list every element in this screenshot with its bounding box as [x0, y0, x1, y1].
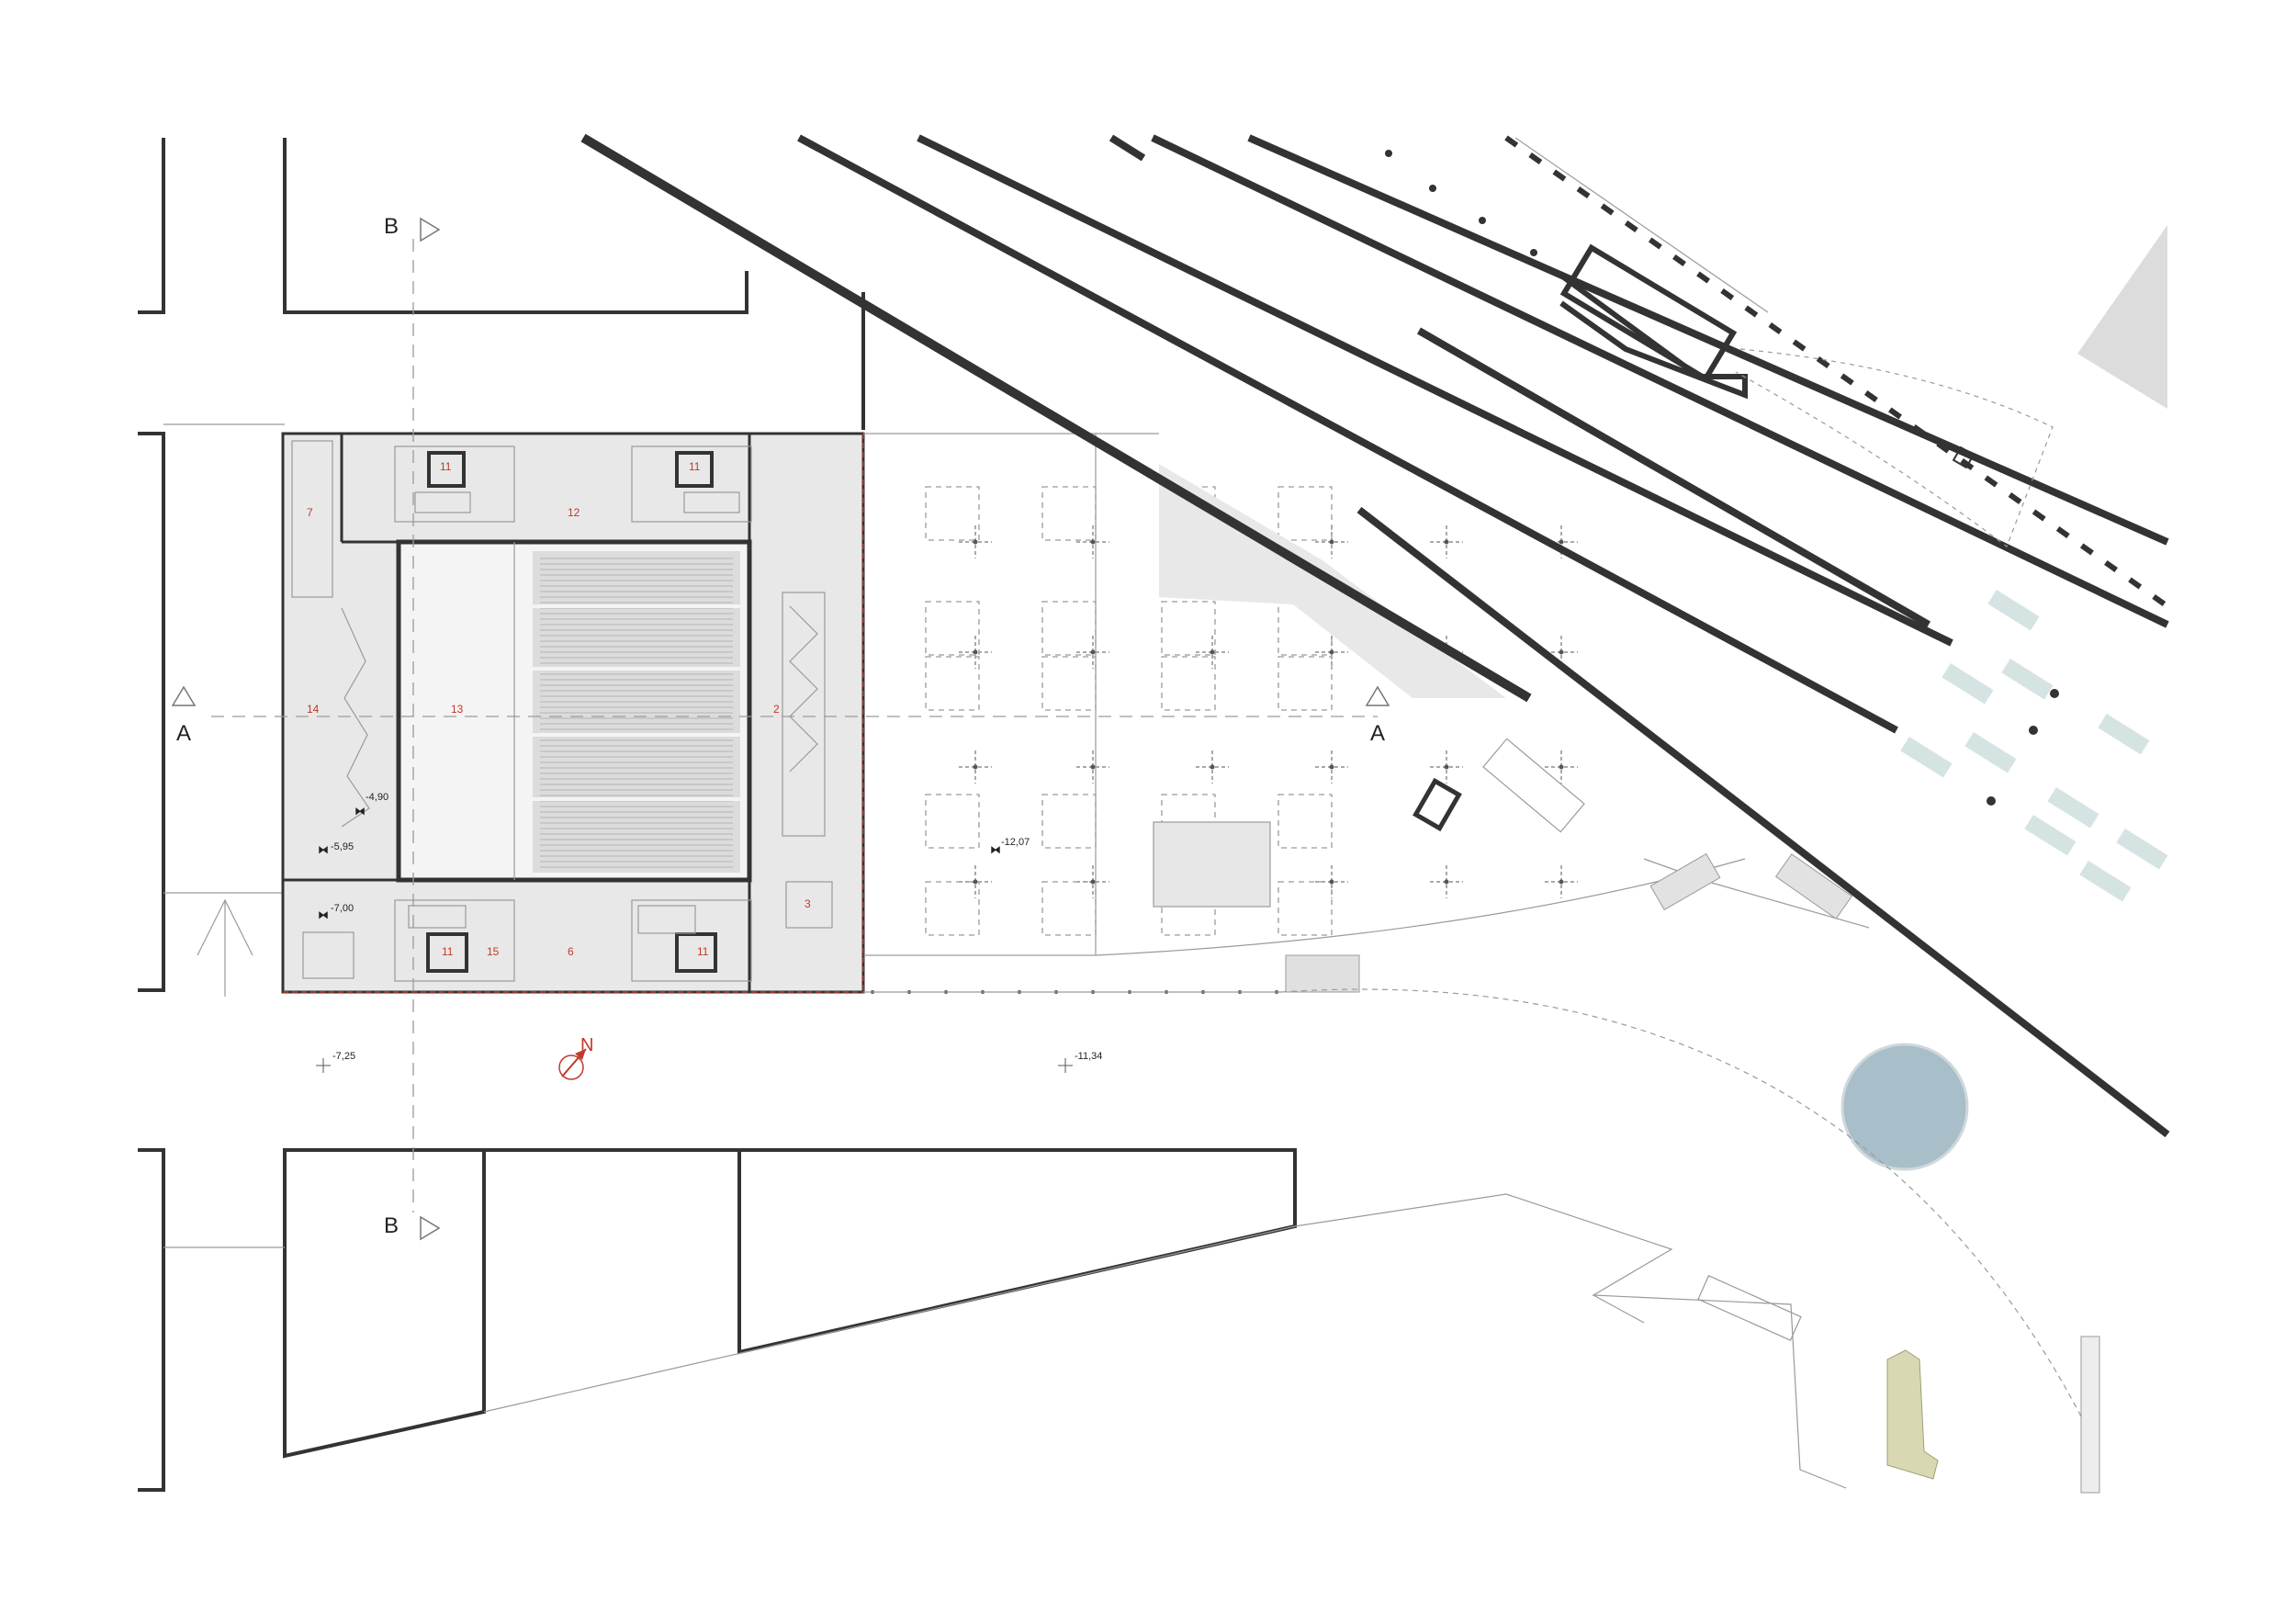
north-arrow: N	[558, 1035, 593, 1080]
svg-text:-7,25: -7,25	[332, 1051, 355, 1062]
level-marker-icon: ⧓	[318, 908, 329, 921]
section-axes	[211, 239, 1378, 1212]
column	[1090, 764, 1096, 770]
parking-bay	[925, 656, 980, 711]
parking-bay	[1041, 601, 1097, 656]
level-marker: ⧓ -5,95	[318, 841, 354, 856]
column	[1090, 649, 1096, 655]
parking-bay	[1161, 881, 1216, 936]
triangle-marker-icon	[420, 217, 441, 242]
section-marker-b-top: B	[384, 214, 441, 242]
room-number-6: 6	[568, 945, 574, 958]
svg-text:-12,07: -12,07	[1001, 837, 1030, 848]
column	[973, 879, 978, 885]
parking-bay	[1041, 794, 1097, 849]
column	[1559, 879, 1564, 885]
room-number-12: 12	[568, 506, 580, 519]
parking-bay	[1277, 881, 1333, 936]
column	[1329, 764, 1334, 770]
svg-text:A: A	[1370, 721, 1385, 746]
section-marker-a-left: A	[171, 685, 197, 746]
room-number-2: 2	[773, 703, 780, 716]
triangle-marker-icon	[420, 1215, 441, 1241]
svg-text:A: A	[176, 721, 191, 746]
parking-bay	[1277, 486, 1333, 541]
railway-tracks	[580, 133, 2170, 1138]
svg-text:-4,90: -4,90	[366, 792, 388, 803]
section-marker-a-right: A	[1365, 685, 1390, 746]
svg-text:B: B	[384, 214, 399, 239]
room-number-11: 11	[442, 945, 454, 958]
parking-bay	[925, 601, 980, 656]
svg-text:-7,00: -7,00	[331, 903, 354, 914]
parking-bay	[1041, 656, 1097, 711]
plaza	[1280, 348, 2100, 1494]
svg-text:B: B	[384, 1213, 399, 1238]
room-number-11: 11	[440, 460, 452, 473]
level-marker: ⧓ -4,90	[355, 792, 388, 818]
level-marker-icon: ⧓	[355, 805, 366, 818]
room-number-11: 11	[689, 460, 701, 473]
svg-text:-5,95: -5,95	[331, 841, 354, 852]
parking-bay	[1277, 656, 1333, 711]
triangle-marker-icon	[1365, 685, 1390, 706]
parking-bay	[1277, 794, 1333, 849]
parking-bay	[925, 881, 980, 936]
column	[973, 539, 978, 545]
level-marker-icon: ⧓	[990, 843, 1001, 856]
parking-bay	[925, 794, 980, 849]
parking-bay	[925, 486, 980, 541]
column	[1090, 539, 1096, 545]
level-marker: ⧓ -7,00	[318, 903, 354, 921]
triangle-marker-icon	[171, 685, 197, 706]
column	[1444, 539, 1449, 545]
room-number-13: 13	[451, 703, 464, 716]
parking-slab	[863, 433, 1746, 993]
column	[1559, 649, 1564, 655]
column	[1329, 879, 1334, 885]
column	[1210, 764, 1215, 770]
parking-grid	[871, 486, 1578, 994]
column	[1090, 879, 1096, 885]
room-number-15: 15	[487, 945, 500, 958]
room-number-14: 14	[307, 703, 320, 716]
section-marker-b-bottom: B	[384, 1213, 441, 1241]
svg-text:N: N	[580, 1035, 593, 1055]
level-markers: ⧓ -4,90 ⧓ -5,95 ⧓ -7,00 ⧓ -12,07 -7,25 -…	[316, 792, 1102, 1073]
room-number-7: 7	[307, 506, 313, 519]
level-marker-icon: ⧓	[318, 843, 329, 856]
level-marker: ⧓ -12,07	[990, 837, 1030, 856]
column	[1329, 539, 1334, 545]
column	[1559, 764, 1564, 770]
crosshair-icon	[316, 1058, 331, 1073]
parking-bay	[1161, 601, 1216, 656]
column	[1444, 879, 1449, 885]
auditorium-seating	[533, 558, 740, 868]
room-labels: 7 11 11 12 14 13 2 3 11 15 6 11	[307, 460, 811, 958]
platform-elements	[1385, 150, 2168, 1061]
column	[973, 649, 978, 655]
room-number-11: 11	[697, 945, 709, 958]
column	[1559, 539, 1564, 545]
north-arrow-icon	[558, 1054, 584, 1080]
parking-bay	[1041, 486, 1097, 541]
column	[1210, 649, 1215, 655]
column	[1444, 764, 1449, 770]
svg-text:-11,34: -11,34	[1075, 1051, 1102, 1062]
crosshair-icon	[1058, 1058, 1073, 1073]
level-marker: -7,25	[316, 1051, 355, 1073]
parking-bay	[1277, 601, 1333, 656]
level-marker: -11,34	[1058, 1051, 1102, 1073]
column	[1329, 649, 1334, 655]
parking-bay	[1161, 656, 1216, 711]
parking-bay	[1041, 881, 1097, 936]
room-number-3: 3	[805, 897, 811, 910]
column	[973, 764, 978, 770]
